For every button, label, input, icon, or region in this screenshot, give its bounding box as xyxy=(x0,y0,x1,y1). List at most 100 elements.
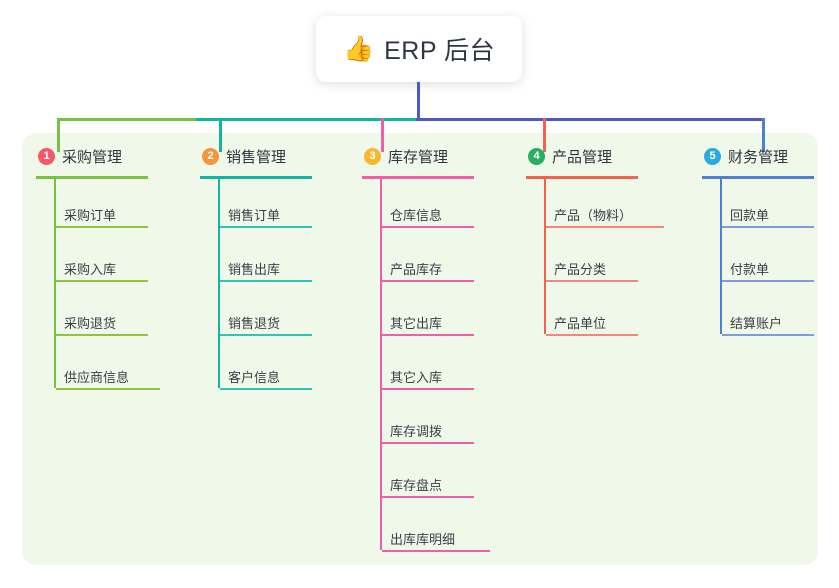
leaf-rule xyxy=(56,388,160,390)
list-item[interactable]: 采购入库 xyxy=(56,233,184,287)
leaf-rule xyxy=(382,334,474,336)
list-item[interactable]: 销售出库 xyxy=(220,233,348,287)
list-item[interactable]: 客户信息 xyxy=(220,341,348,395)
leaf-label: 产品单位 xyxy=(554,316,607,331)
branch-header-2[interactable]: 2 销售管理 xyxy=(198,143,348,169)
leaf-rule xyxy=(382,442,474,444)
branch-spine-2 xyxy=(218,179,220,388)
list-item[interactable]: 供应商信息 xyxy=(56,341,184,395)
leaf-rule xyxy=(220,280,312,282)
list-item[interactable]: 其它入库 xyxy=(382,341,510,395)
leaf-label: 回款单 xyxy=(730,208,770,223)
branch-badge-1: 1 xyxy=(38,147,55,165)
branch-header-rule-1 xyxy=(36,176,148,179)
branch-leaf-list-2: 销售订单 销售出库 销售退货 客户信息 xyxy=(198,179,348,395)
branch-badge-3: 3 xyxy=(364,147,381,165)
connector-drop-4 xyxy=(543,118,546,152)
branch-leaf-list-5: 回款单 付款单 结算账户 xyxy=(700,179,839,341)
leaf-label: 结算账户 xyxy=(730,316,783,331)
leaf-rule xyxy=(382,280,474,282)
branch-label-1: 采购管理 xyxy=(62,148,123,166)
branch-header-rule-3 xyxy=(362,176,474,179)
connector-bus-left xyxy=(57,118,196,121)
leaf-rule xyxy=(382,226,474,228)
branch-spine-1 xyxy=(54,179,56,388)
connector-bus-mid xyxy=(196,118,418,121)
leaf-rule xyxy=(546,280,638,282)
connector-drop-1 xyxy=(57,118,60,152)
leaf-label: 客户信息 xyxy=(228,370,281,385)
branch-column-1: 1 采购管理 采购订单 采购入库 采购退货 供应商信息 xyxy=(34,143,184,395)
list-item[interactable]: 销售退货 xyxy=(220,287,348,341)
branch-column-3: 3 库存管理 仓库信息 产品库存 其它出库 其它入库 库存调拨 xyxy=(360,143,510,557)
leaf-rule xyxy=(220,226,312,228)
list-item[interactable]: 采购订单 xyxy=(56,179,184,233)
branch-label-5: 财务管理 xyxy=(728,148,789,166)
branch-label-3: 库存管理 xyxy=(388,148,449,166)
branch-badge-2: 2 xyxy=(202,147,219,165)
leaf-label: 其它出库 xyxy=(390,316,443,331)
leaf-label: 产品库存 xyxy=(390,262,443,277)
list-item[interactable]: 仓库信息 xyxy=(382,179,510,233)
leaf-rule xyxy=(220,334,312,336)
branch-header-1[interactable]: 1 采购管理 xyxy=(34,143,184,169)
leaf-label: 供应商信息 xyxy=(64,370,130,385)
branch-header-5[interactable]: 5 财务管理 xyxy=(700,143,839,169)
branch-badge-4: 4 xyxy=(528,147,545,165)
branch-header-rule-5 xyxy=(702,176,814,179)
leaf-rule xyxy=(56,280,148,282)
leaf-label: 其它入库 xyxy=(390,370,443,385)
branch-label-4: 产品管理 xyxy=(552,148,613,166)
list-item[interactable]: 结算账户 xyxy=(722,287,839,341)
leaf-rule xyxy=(722,280,814,282)
leaf-label: 销售退货 xyxy=(228,316,281,331)
root-node-erp-backend[interactable]: 👍 ERP 后台 xyxy=(316,16,522,82)
list-item[interactable]: 回款单 xyxy=(722,179,839,233)
list-item[interactable]: 其它出库 xyxy=(382,287,510,341)
branch-spine-3 xyxy=(380,179,382,550)
list-item[interactable]: 付款单 xyxy=(722,233,839,287)
leaf-label: 产品（物料） xyxy=(554,208,633,223)
branch-leaf-list-3: 仓库信息 产品库存 其它出库 其它入库 库存调拨 库存盘点 xyxy=(360,179,510,557)
leaf-label: 销售订单 xyxy=(228,208,281,223)
list-item[interactable]: 销售订单 xyxy=(220,179,348,233)
branch-leaf-list-1: 采购订单 采购入库 采购退货 供应商信息 xyxy=(34,179,184,395)
leaf-label: 库存调拨 xyxy=(390,424,443,439)
branch-spine-5 xyxy=(720,179,722,334)
leaf-rule xyxy=(220,388,312,390)
list-item[interactable]: 库存调拨 xyxy=(382,395,510,449)
connector-drop-2 xyxy=(219,118,222,152)
leaf-label: 付款单 xyxy=(730,262,770,277)
branch-column-2: 2 销售管理 销售订单 销售出库 销售退货 客户信息 xyxy=(198,143,348,395)
root-node-title: ERP 后台 xyxy=(384,37,496,65)
list-item[interactable]: 采购退货 xyxy=(56,287,184,341)
leaf-rule xyxy=(546,334,638,336)
leaf-rule xyxy=(382,550,490,552)
leaf-rule xyxy=(722,334,814,336)
branch-label-2: 销售管理 xyxy=(226,148,287,166)
list-item[interactable]: 产品分类 xyxy=(546,233,684,287)
leaf-rule xyxy=(56,334,148,336)
list-item[interactable]: 库存盘点 xyxy=(382,449,510,503)
connector-drop-5 xyxy=(762,118,765,152)
list-item[interactable]: 产品（物料） xyxy=(546,179,684,233)
leaf-rule xyxy=(546,226,664,228)
leaf-rule xyxy=(382,388,474,390)
branch-header-4[interactable]: 4 产品管理 xyxy=(524,143,684,169)
leaf-rule xyxy=(382,496,474,498)
diagram-panel xyxy=(22,133,818,565)
leaf-rule xyxy=(56,226,148,228)
leaf-label: 销售出库 xyxy=(228,262,281,277)
connector-root-stem xyxy=(417,82,420,120)
leaf-label: 出库库明细 xyxy=(390,532,456,547)
list-item[interactable]: 产品库存 xyxy=(382,233,510,287)
leaf-label: 采购订单 xyxy=(64,208,117,223)
branch-leaf-list-4: 产品（物料） 产品分类 产品单位 xyxy=(524,179,684,341)
list-item[interactable]: 出库库明细 xyxy=(382,503,510,557)
list-item[interactable]: 产品单位 xyxy=(546,287,684,341)
branch-header-3[interactable]: 3 库存管理 xyxy=(360,143,510,169)
leaf-rule xyxy=(722,226,814,228)
leaf-label: 仓库信息 xyxy=(390,208,443,223)
connector-drop-3 xyxy=(381,118,384,152)
